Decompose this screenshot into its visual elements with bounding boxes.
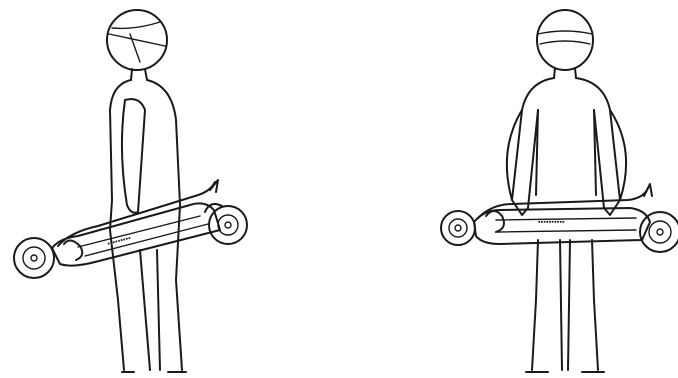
neck-front-left	[554, 68, 555, 78]
wheel-rear-left	[14, 238, 54, 278]
person-front-view	[507, 10, 626, 372]
wheel-front-left-hub	[218, 215, 238, 235]
brand-mark-right: ▪▪▪▪▪▪▪▪▪▪	[538, 219, 565, 226]
wheel-rear-left-axle	[31, 255, 37, 261]
leg-back-side	[176, 205, 182, 370]
helmet-strap-side	[109, 34, 165, 46]
scooter-side-left: ▪▪▪▪▪▪▪▪▪	[14, 180, 247, 278]
neck-side	[131, 69, 132, 80]
wheel-front-right-axle	[657, 229, 663, 235]
wheel-rear-right-hub	[449, 219, 467, 237]
neck-front-right	[575, 68, 576, 78]
leg-right-front	[592, 240, 598, 370]
back-side	[147, 80, 180, 205]
handle-tip-right	[644, 184, 652, 196]
leg-inner-side	[140, 250, 150, 370]
neck-side-back	[145, 69, 147, 80]
helmet-visor-front	[540, 41, 590, 44]
fender-rear-right	[486, 211, 504, 232]
scooter-front-right: ▪▪▪▪▪▪▪▪▪▪	[441, 184, 678, 252]
wheel-rear-right-axle	[455, 225, 461, 231]
arm-side	[122, 99, 145, 213]
torso-front	[512, 78, 554, 215]
wheel-front-left-axle	[225, 222, 231, 228]
deck-stripe-right-2	[498, 230, 636, 232]
wheel-front-right-hub	[649, 221, 671, 243]
deck-stripe-right	[496, 218, 636, 220]
leg-right-inner-front	[568, 240, 570, 370]
fender-rear-left	[64, 240, 82, 260]
head-front	[537, 10, 593, 70]
helmet-rim-side	[112, 22, 160, 28]
leg-left-inner-front	[560, 240, 562, 370]
wheel-rear-right	[441, 211, 475, 245]
helmet-buckle-side	[130, 34, 140, 62]
leg-inner-side-2	[157, 250, 160, 370]
wheel-rear-left-hub	[23, 247, 45, 269]
torso-front-right	[576, 78, 620, 215]
leg-left-front	[532, 240, 538, 370]
person-side-view	[107, 10, 186, 372]
helmet-rim-front	[538, 31, 592, 34]
leg-front-side	[110, 230, 124, 370]
